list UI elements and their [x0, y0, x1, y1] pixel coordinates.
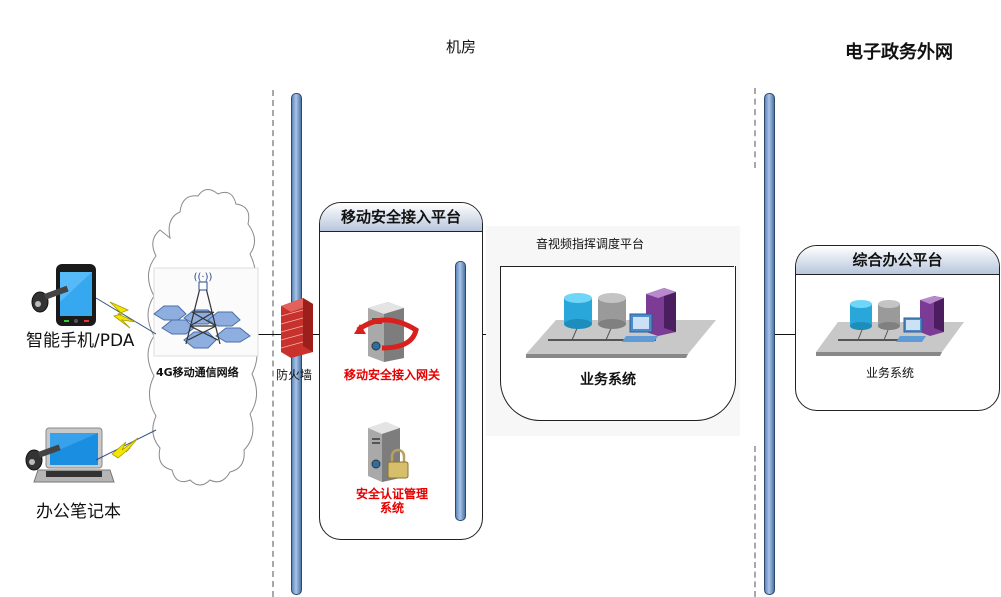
auth-system-label-line2: 系统: [379, 501, 404, 515]
svg-text:((·)): ((·)): [194, 272, 213, 283]
cell-tower-icon: ((·)): [153, 267, 259, 357]
database-icon-blue: [564, 293, 592, 329]
mobile-access-platform-title: 移动安全接入平台: [320, 203, 482, 232]
laptop-icon[interactable]: [22, 424, 115, 484]
business-system-icon-av[interactable]: [526, 288, 716, 360]
smartphone-label: 智能手机/PDA: [26, 331, 135, 351]
server-tower-icon: [646, 288, 676, 336]
smartphone-icon[interactable]: [28, 262, 104, 328]
wireless-link-phone-icon: [95, 297, 157, 335]
av-dispatch-platform-top-edge: [500, 266, 734, 267]
zone-divider-right-top: [754, 88, 756, 168]
workstation-icon: [896, 317, 926, 342]
network-bus-egov: [764, 93, 775, 595]
zone-divider-left: [272, 90, 274, 597]
mobile-network-label: 4G移动通信网络: [156, 366, 239, 379]
auth-system-label: 安全认证管理 系统: [334, 487, 450, 515]
firewall-label: 防火墙: [276, 368, 313, 382]
zone-title-egov-network: 电子政务外网: [845, 42, 953, 63]
av-dispatch-platform-title: 音视频指挥调度平台: [536, 237, 645, 251]
key-icon: [31, 285, 69, 313]
auth-system-label-line1: 安全认证管理: [355, 487, 428, 501]
database-icon-grey: [878, 300, 900, 330]
zone-divider-right-bottom: [754, 446, 756, 597]
firewall-icon[interactable]: [279, 296, 315, 358]
key-icon: [25, 444, 61, 471]
platform-internal-bus: [455, 261, 466, 521]
padlock-icon: [387, 448, 409, 479]
laptop-label: 办公笔记本: [36, 502, 121, 522]
office-platform: 综合办公平台: [795, 245, 1000, 411]
auth-server-icon[interactable]: [364, 420, 414, 482]
zone-title-machine-room: 机房: [446, 38, 477, 56]
office-platform-title: 综合办公平台: [796, 246, 999, 275]
database-icon-grey: [598, 293, 626, 329]
gateway-server-icon[interactable]: [354, 300, 420, 362]
business-system-icon-office[interactable]: [816, 296, 964, 358]
wireless-link-laptop-icon: [95, 429, 157, 461]
workstation-icon: [622, 313, 658, 342]
server-tower-icon: [920, 296, 944, 336]
cloud-icon: [147, 189, 258, 486]
office-business-system-label: 业务系统: [866, 366, 915, 380]
av-business-system-label: 业务系统: [580, 372, 636, 388]
database-icon-blue: [850, 300, 872, 330]
gateway-label: 移动安全接入网关: [343, 368, 440, 382]
